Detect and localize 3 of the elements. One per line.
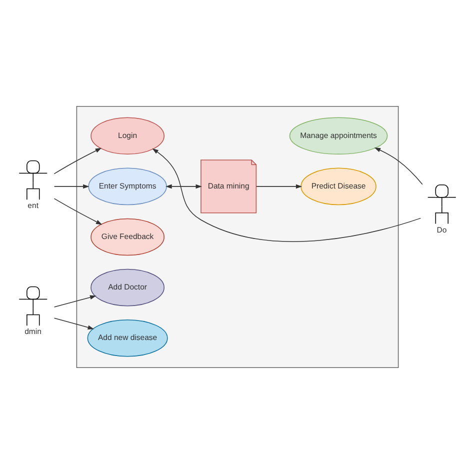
node-label: dmin (24, 327, 41, 336)
node-label: Do (436, 225, 446, 234)
node-label: ent (27, 201, 38, 210)
